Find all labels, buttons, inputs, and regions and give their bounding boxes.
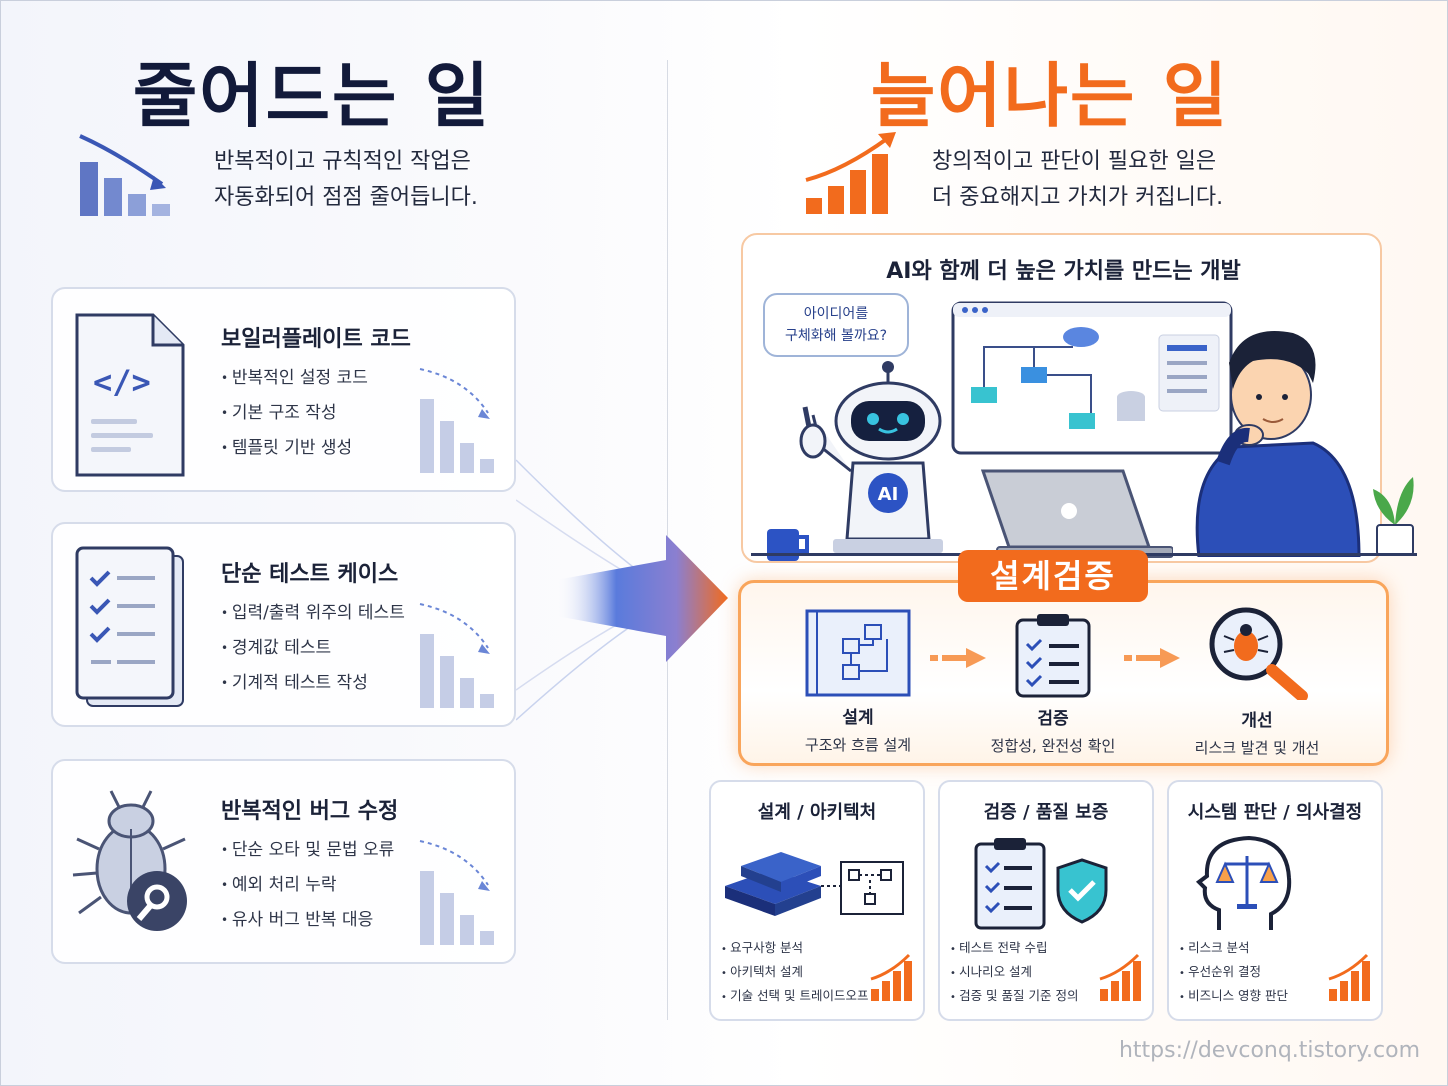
increasing-chart-icon xyxy=(870,953,912,1001)
card-bug-fix: 반복적인 버그 수정 단순 오타 및 문법 오류 예외 처리 누락 유사 버그 … xyxy=(51,759,516,964)
decreasing-chart-icon xyxy=(79,134,170,216)
developer-person-icon xyxy=(1195,331,1361,557)
right-title: 늘어나는 일 xyxy=(870,55,1230,137)
speech-bubble: 아이디어를 구체화해 볼까요? xyxy=(763,293,909,357)
step-name: 설계 xyxy=(842,708,874,728)
svg-text:</>: </> xyxy=(93,363,151,401)
step-design: 설계 구조와 흐름 설계 xyxy=(758,605,958,755)
ai-development-scene: AI와 함께 더 높은 가치를 만드는 개발 아이디어를 구체화해 볼까요? xyxy=(741,233,1417,563)
list-item: 기계적 테스트 작성 xyxy=(221,670,405,705)
card-title: 보일러플레이트 코드 xyxy=(221,327,411,352)
list-item: 아키텍처 설계 xyxy=(721,962,869,986)
card-items: 리스크 분석 우선순위 결정 비즈니스 영향 판단 xyxy=(1179,938,1288,1010)
list-item: 단순 오타 및 문법 오류 xyxy=(221,837,394,872)
scene-title: AI와 함께 더 높은 가치를 만드는 개발 xyxy=(886,259,1241,284)
arrow-right-icon xyxy=(930,648,986,668)
list-item: 비즈니스 영향 판단 xyxy=(1179,986,1288,1010)
potted-plant-icon xyxy=(1373,477,1414,556)
list-item: 검증 및 품질 기준 정의 xyxy=(950,986,1078,1010)
list-item: 시나리오 설계 xyxy=(950,962,1078,986)
list-item: 우선순위 결정 xyxy=(1179,962,1288,986)
clipboard-check-icon xyxy=(1015,614,1091,698)
card-title: 단순 테스트 케이스 xyxy=(221,562,399,587)
checklist-document-icon xyxy=(75,546,184,707)
increasing-chart-icon xyxy=(1328,953,1370,1001)
card-simple-test: 단순 테스트 케이스 입력/출력 위주의 테스트 경계값 테스트 기계적 테스트… xyxy=(51,522,516,727)
monitor-diagram-icon xyxy=(951,301,1233,455)
card-architecture: 설계 / 아키텍처 요구사항 분석 아키텍처 설계 기술 선택 및 트레이드오프 xyxy=(709,780,925,1021)
blueprint-icon xyxy=(805,609,911,697)
decreasing-bars-icon xyxy=(419,368,494,473)
list-item: 반복적인 설정 코드 xyxy=(221,365,368,400)
list-item: 템플릿 기반 생성 xyxy=(221,435,368,470)
step-verify: 검증 정합성, 완전성 확인 xyxy=(953,612,1153,756)
bubble-line2: 구체화해 볼까요? xyxy=(784,328,888,344)
increasing-chart-icon xyxy=(1099,953,1141,1001)
card-boilerplate: </> 보일러플레이트 코드 반복적인 설정 코드 기본 구조 작성 템플릿 기… xyxy=(51,287,516,492)
step-name: 개선 xyxy=(1241,711,1273,731)
card-title: 반복적인 버그 수정 xyxy=(221,799,399,824)
code-document-icon: </> xyxy=(75,313,185,477)
quality-shield-icon xyxy=(974,838,1108,930)
card-items: 반복적인 설정 코드 기본 구조 작성 템플릿 기반 생성 xyxy=(221,365,368,470)
transition-arrow-icon xyxy=(516,459,728,721)
card-title: 시스템 판단 / 의사결정 xyxy=(1187,802,1363,823)
bubble-line1: 아이디어를 xyxy=(803,306,869,322)
step-desc: 리스크 발견 및 개선 xyxy=(1194,739,1320,757)
left-subtitle-line1: 반복적이고 규칙적인 작업은 xyxy=(214,149,471,174)
decreasing-bars-icon xyxy=(419,603,494,708)
robot-icon: AI xyxy=(799,361,943,553)
card-items: 입력/출력 위주의 테스트 경계값 테스트 기계적 테스트 작성 xyxy=(221,600,405,705)
head-scale-icon xyxy=(1195,835,1292,930)
bug-wrench-icon xyxy=(72,790,187,931)
list-item: 기본 구조 작성 xyxy=(221,400,368,435)
left-subtitle-line2: 자동화되어 점점 줄어듭니다. xyxy=(214,185,478,210)
card-items: 테스트 전략 수립 시나리오 설계 검증 및 품질 기준 정의 xyxy=(950,938,1078,1010)
step-improve: 개선 리스크 발견 및 개선 xyxy=(1157,604,1357,758)
arrow-right-icon xyxy=(1124,648,1180,668)
card-items: 요구사항 분석 아키텍처 설계 기술 선택 및 트레이드오프 xyxy=(721,938,869,1010)
list-item: 리스크 분석 xyxy=(1179,938,1288,962)
card-title: 검증 / 품질 보증 xyxy=(983,802,1109,823)
magnifier-bug-icon xyxy=(1209,607,1308,700)
right-subtitle-line2: 더 중요해지고 가치가 커집니다. xyxy=(932,185,1224,210)
card-title: 설계 / 아키텍처 xyxy=(757,802,877,823)
left-title: 줄어드는 일 xyxy=(132,55,492,137)
step-desc: 정합성, 완전성 확인 xyxy=(990,737,1116,755)
list-item: 기술 선택 및 트레이드오프 xyxy=(721,986,868,1010)
list-item: 유사 버그 반복 대응 xyxy=(221,907,394,942)
list-item: 테스트 전략 수립 xyxy=(950,938,1078,962)
list-item: 입력/출력 위주의 테스트 xyxy=(221,600,405,635)
right-subtitle-line1: 창의적이고 판단이 필요한 일은 xyxy=(932,149,1217,174)
step-desc: 구조와 흐름 설계 xyxy=(804,736,912,754)
laptop-icon xyxy=(980,469,1173,558)
list-item: 요구사항 분석 xyxy=(721,938,869,962)
verification-badge: 설계검증 xyxy=(958,550,1148,602)
robot-ai-badge: AI xyxy=(878,484,899,505)
card-decision: 시스템 판단 / 의사결정 리스크 분석 우선순위 결정 비즈니스 영향 판단 xyxy=(1167,780,1383,1021)
decreasing-bars-icon xyxy=(419,840,494,945)
footer-url[interactable]: https://devconq.tistory.com xyxy=(1118,1038,1420,1063)
increasing-chart-icon xyxy=(805,132,896,214)
card-items: 단순 오타 및 문법 오류 예외 처리 누락 유사 버그 반복 대응 xyxy=(221,837,394,942)
step-name: 검증 xyxy=(1037,709,1069,729)
list-item: 예외 처리 누락 xyxy=(221,872,394,907)
card-quality: 검증 / 품질 보증 테스트 전략 수립 시나리오 설계 검증 및 품질 기준 … xyxy=(938,780,1154,1021)
architecture-icon xyxy=(725,852,904,916)
list-item: 경계값 테스트 xyxy=(221,635,405,670)
